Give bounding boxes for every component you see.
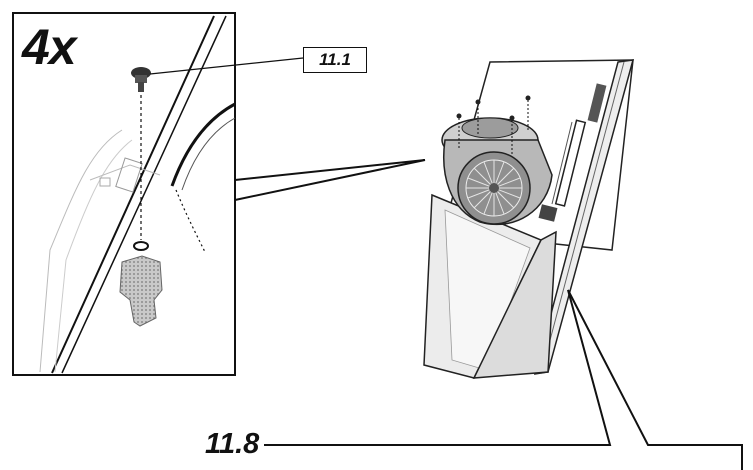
bracket-part — [119, 255, 163, 327]
part-leader — [264, 289, 743, 470]
screw-icon — [131, 67, 151, 92]
detail-inset — [12, 12, 304, 376]
screw-reference-label: 11.1 — [303, 47, 367, 73]
hood-assembly — [423, 59, 635, 379]
part-reference-label: 11.8 — [205, 428, 260, 460]
blower-motor — [441, 117, 553, 226]
mount-hole — [133, 241, 149, 251]
quantity-label: 4x — [22, 19, 77, 75]
inset-callout-wedge — [234, 159, 426, 201]
inset-frame — [12, 12, 236, 376]
